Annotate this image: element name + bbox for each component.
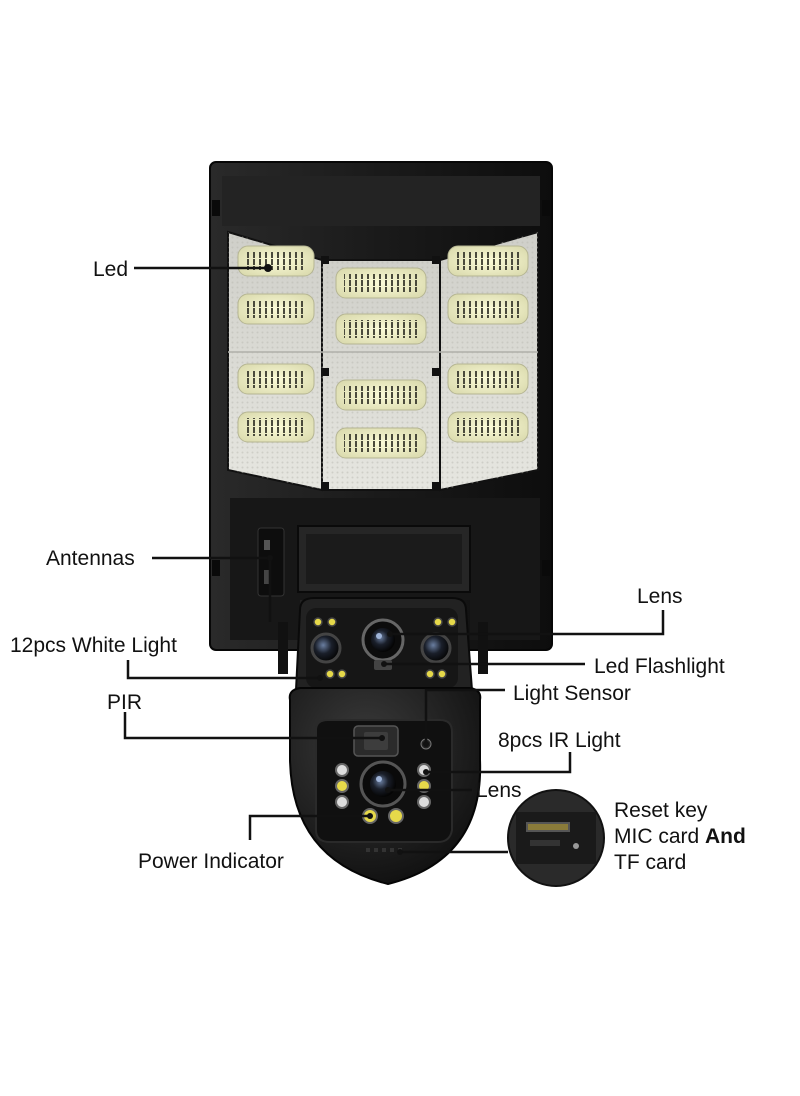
led-chip-array <box>246 252 306 270</box>
reset-line-3: TF card <box>614 851 687 874</box>
reset-line-2: MIC card And <box>614 824 746 850</box>
label-led-flashlight: Led Flashlight <box>594 655 725 678</box>
label-lens-top: Lens <box>637 585 683 608</box>
led-chip-array <box>344 434 418 452</box>
reset-key-inset <box>507 789 605 887</box>
label-pir: PIR <box>107 691 143 714</box>
led-chip-array <box>456 370 520 388</box>
callout-lines <box>123 264 665 855</box>
led-chip-array <box>344 320 418 338</box>
reset-line-2b: And <box>705 825 746 848</box>
label-antennas: Antennas <box>46 547 135 570</box>
label-lens-bottom: Lens <box>476 779 522 802</box>
reset-line-1: Reset key <box>614 799 708 822</box>
label-white-light: 12pcs White Light <box>10 634 177 657</box>
led-chip-array <box>246 300 306 318</box>
led-chip-array <box>344 386 418 404</box>
led-chip-array <box>456 252 520 270</box>
led-chip-array <box>456 300 520 318</box>
reset-line-2a: MIC card <box>614 825 706 848</box>
led-chip-array <box>456 418 520 436</box>
label-power-indicator: Power Indicator <box>138 850 284 873</box>
label-light-sensor: Light Sensor <box>513 682 631 705</box>
led-chip-array <box>344 274 418 292</box>
led-panel <box>227 230 539 492</box>
camera-dome <box>288 687 482 886</box>
led-chip-array <box>246 418 306 436</box>
label-reset-key: Reset key MIC card And TF card <box>614 798 746 876</box>
camera-upper <box>294 597 474 691</box>
label-ir-light: 8pcs IR Light <box>498 729 621 752</box>
led-chip-array <box>246 370 306 388</box>
label-led: Led <box>93 258 129 281</box>
mount-block <box>230 498 540 674</box>
